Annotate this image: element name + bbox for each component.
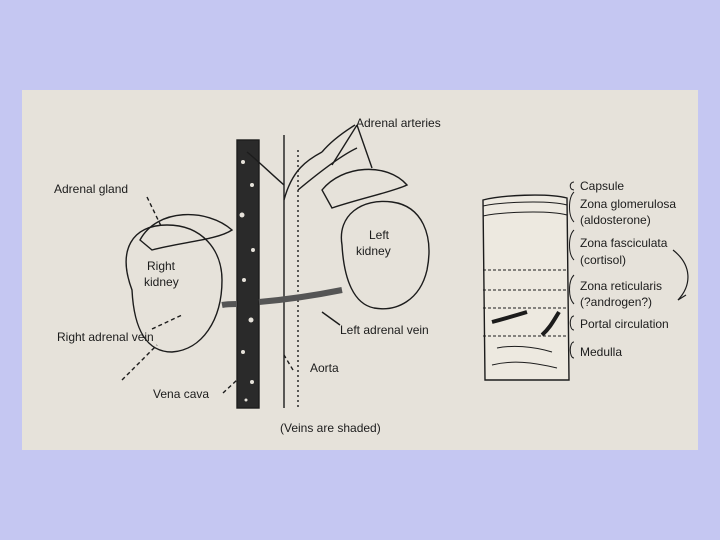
label-right-kidney-2: kidney	[144, 275, 179, 289]
label-right-kidney-1: Right	[147, 259, 176, 273]
cross-section	[482, 194, 570, 381]
adrenal-diagram: Adrenal arteries Adrenal gland Right kid…	[54, 116, 689, 435]
right-adrenal-gland	[139, 213, 234, 251]
label-left-kidney-2: kidney	[356, 244, 391, 258]
label-medulla: Medulla	[580, 345, 622, 359]
label-capsule: Capsule	[580, 179, 624, 193]
label-portal-circulation: Portal circulation	[580, 317, 669, 331]
left-adrenal-gland	[321, 168, 409, 209]
label-left-kidney-1: Left	[369, 228, 390, 242]
left-kidney-shape	[340, 200, 430, 310]
adrenal-artery-1	[283, 151, 323, 201]
label-left-adrenal-vein: Left adrenal vein	[340, 323, 429, 337]
right-kidney-shape	[125, 224, 223, 353]
label-adrenal-arteries: Adrenal arteries	[356, 116, 441, 130]
label-adrenal-gland: Adrenal gland	[54, 182, 128, 196]
right-adrenal-vein-vessel	[221, 301, 238, 308]
label-vena-cava: Vena cava	[153, 387, 209, 401]
caption-veins-shaded: (Veins are shaded)	[280, 421, 381, 435]
vena-cava-speckle	[239, 160, 255, 402]
slide-panel: Adrenal arteries Adrenal gland Right kid…	[22, 90, 698, 450]
label-right-adrenal-vein: Right adrenal vein	[57, 330, 154, 344]
label-cortisol: (cortisol)	[580, 253, 626, 267]
left-adrenal-vein-vessel	[258, 287, 343, 305]
label-aorta: Aorta	[310, 361, 339, 375]
label-zona-fasciculata: Zona fasciculata	[580, 236, 668, 250]
label-zona-reticularis: Zona reticularis	[580, 279, 662, 293]
label-aldosterone: (aldosterone)	[580, 213, 651, 227]
label-zona-glomerulosa: Zona glomerulosa	[580, 197, 676, 211]
vena-cava-vessel	[236, 139, 260, 409]
label-androgen: (?androgen?)	[580, 295, 652, 309]
